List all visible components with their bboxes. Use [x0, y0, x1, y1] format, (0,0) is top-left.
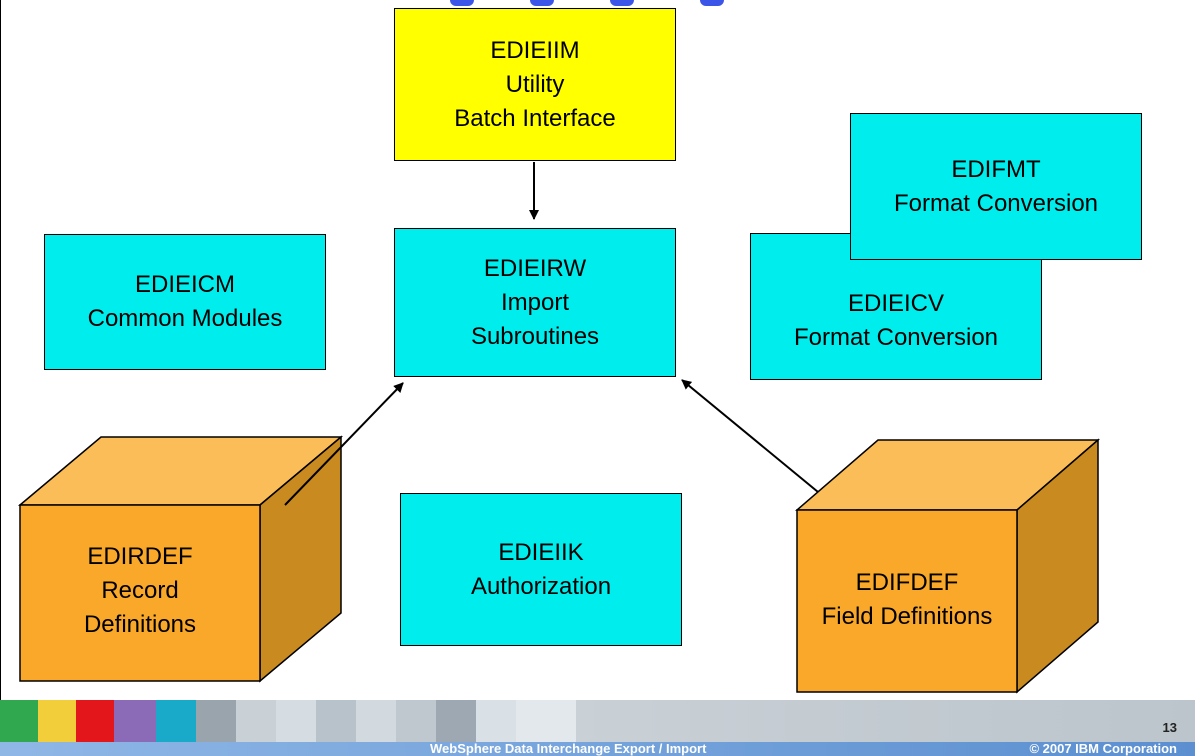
- diagram-canvas: [17, 162, 1101, 694]
- edieiik-box: EDIEIIK Authorization: [400, 493, 682, 646]
- edifdef-label: EDIFDEF Field Definitions: [797, 566, 1017, 634]
- edifdef-name: EDIFDEF: [855, 569, 959, 596]
- footer-copyright: © 2007 IBM Corporation: [1029, 741, 1177, 756]
- footer-title: WebSphere Data Interchange Export / Impo…: [430, 741, 707, 756]
- edifmt-name: EDIFMT: [951, 155, 1041, 183]
- edieiim-line2: Utility: [505, 70, 565, 98]
- edifdef-cube-front: [796, 509, 1018, 693]
- footer-decorative-tiles: 13: [0, 700, 1195, 742]
- edirdef-label: EDIRDEF Record Definitions: [20, 540, 260, 642]
- edieicv-line2: Format Conversion: [793, 324, 999, 351]
- edieirw-name: EDIEIRW: [483, 254, 587, 282]
- edieirw-box: EDIEIRW Import Subroutines: [394, 228, 676, 377]
- edieicm-box: EDIEICM Common Modules: [44, 234, 326, 370]
- edieiim-line3: Batch Interface: [454, 104, 616, 132]
- edirdef-name: EDIRDEF: [87, 543, 193, 570]
- edieirw-line2: Import: [500, 288, 569, 316]
- title-remnant: [450, 0, 740, 8]
- footer-bar: [0, 742, 1195, 756]
- edieirw-line3: Subroutines: [470, 322, 600, 350]
- edifdef-line2: Field Definitions: [821, 603, 993, 630]
- edifmt-line2: Format Conversion: [893, 189, 1099, 217]
- edirdef-line3: Definitions: [83, 611, 197, 638]
- arrow-edirdef-to-edieirw: [284, 382, 404, 506]
- page-number: 13: [1162, 720, 1177, 735]
- edieicm-line2: Common Modules: [87, 305, 283, 332]
- edieiik-name: EDIEIIK: [498, 538, 584, 566]
- arrow-edifdef-to-edieirw: [681, 379, 819, 493]
- edifdef-cube: [794, 438, 1101, 694]
- edirdef-line2: Record: [101, 577, 179, 604]
- slide-left-border: [0, 0, 1, 700]
- edieiim-box: EDIEIIM Utility Batch Interface: [394, 8, 676, 161]
- edieiik-line2: Authorization: [470, 572, 612, 600]
- edifmt-box: EDIFMT Format Conversion: [850, 113, 1142, 260]
- edirdef-cube: [17, 435, 344, 683]
- edieicv-name: EDIEICV: [847, 290, 945, 317]
- edirdef-cube-front: [19, 504, 261, 682]
- slide-footer: 13 WebSphere Data Interchange Export / I…: [0, 700, 1195, 756]
- edieicm-name: EDIEICM: [134, 271, 235, 298]
- edieiim-name: EDIEIIM: [490, 36, 580, 64]
